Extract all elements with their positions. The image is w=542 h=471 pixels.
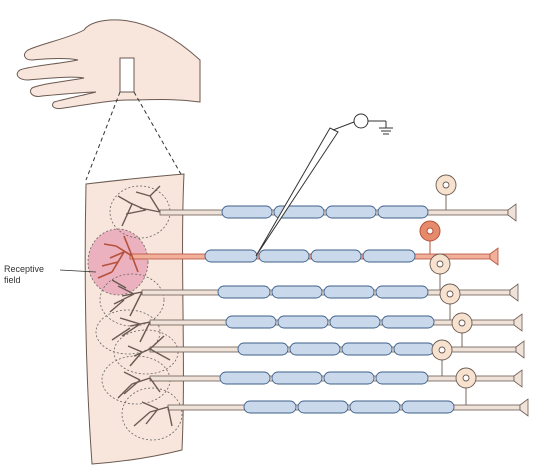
myelin-sheaths [204, 205, 455, 414]
zoom-lines [85, 91, 183, 181]
electrode-shaft [255, 127, 339, 257]
electrode-amplifier [353, 113, 369, 129]
active-fiber-end-flare [489, 247, 499, 266]
cell-bodies [429, 174, 477, 405]
label-pointer [59, 269, 97, 273]
ground-icon [379, 121, 393, 135]
receptive-field-label-line2: field [4, 275, 21, 285]
nerve-endings [109, 185, 173, 427]
receptive-field-label-line1: Receptive [4, 264, 44, 274]
active-nerve-endings [97, 235, 139, 279]
hand-palm [16, 19, 201, 109]
wrist-window [119, 57, 135, 93]
fiber-end-flares [507, 203, 529, 417]
receptive-field-label: Receptive field [4, 264, 97, 285]
active-cell-body [419, 220, 441, 254]
recording-electrode [255, 113, 386, 257]
hand-illustration [16, 19, 201, 109]
